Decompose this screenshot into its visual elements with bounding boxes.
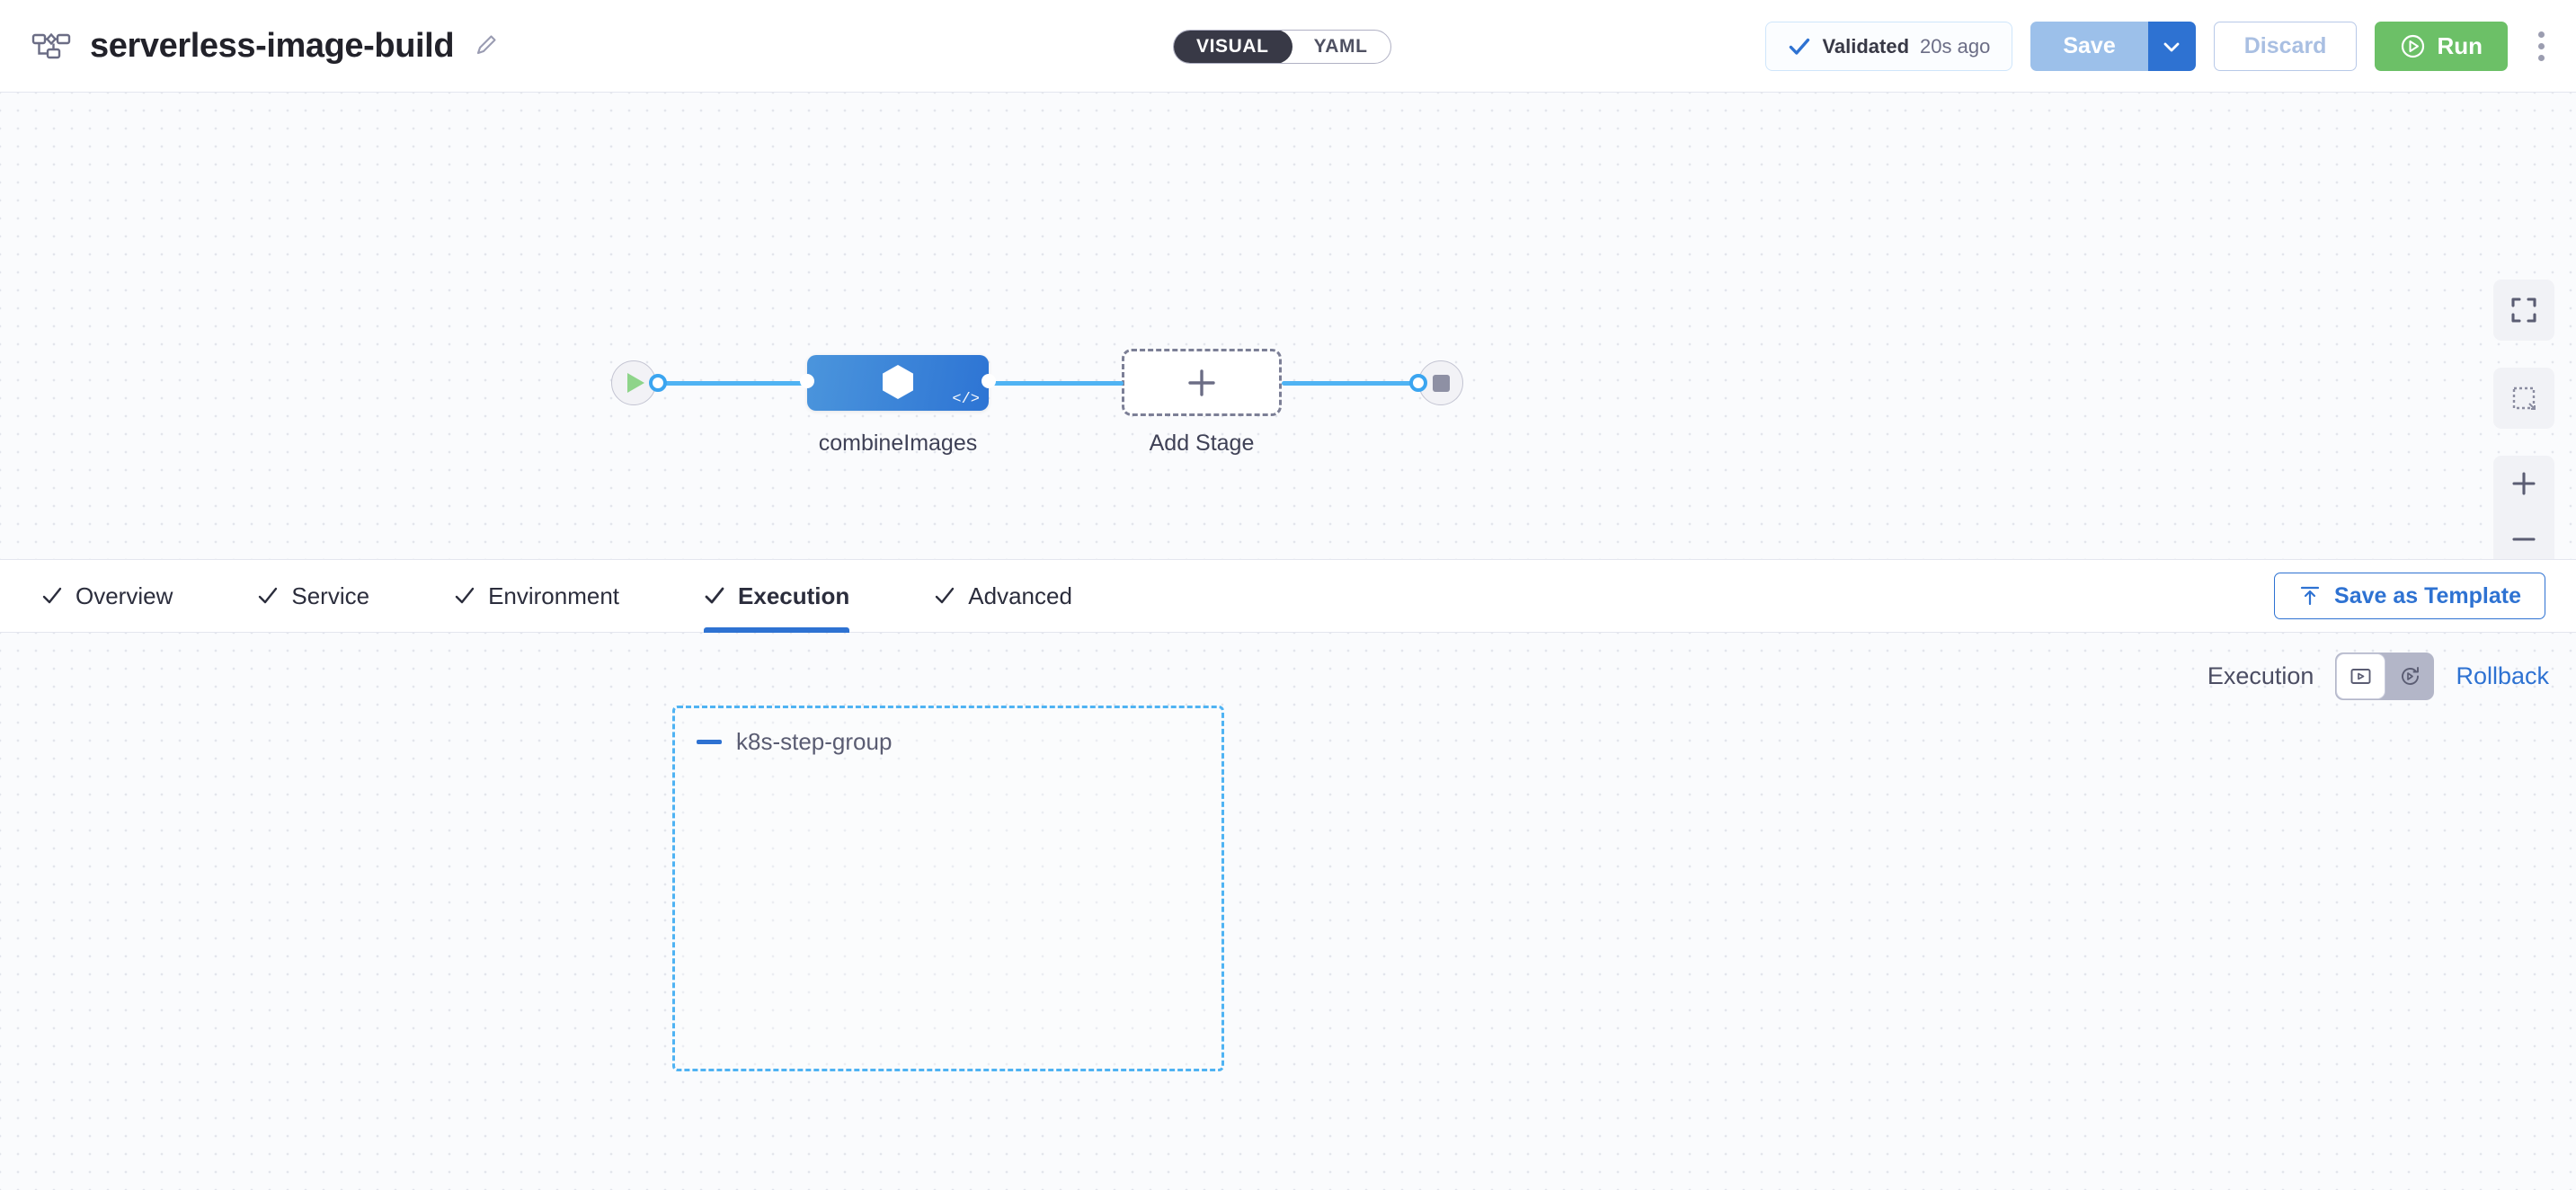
- step-group-k8s[interactable]: k8s-step-group: [672, 706, 1224, 1071]
- tab-environment[interactable]: Environment: [454, 560, 662, 633]
- play-icon: [627, 373, 644, 393]
- stage-node-body[interactable]: </>: [807, 355, 989, 411]
- save-button[interactable]: Save: [2030, 22, 2148, 71]
- edge-add-to-end: [1282, 381, 1424, 386]
- check-icon: [257, 585, 279, 607]
- rollback-link[interactable]: Rollback: [2456, 662, 2549, 689]
- tab-label: Service: [291, 582, 370, 609]
- add-stage-node[interactable]: Add Stage: [1122, 349, 1282, 456]
- chevron-down-icon: [2162, 37, 2181, 57]
- run-label: Run: [2437, 32, 2483, 59]
- discard-button[interactable]: Discard: [2213, 22, 2358, 71]
- visual-yaml-toggle[interactable]: VISUAL YAML: [1173, 30, 1391, 64]
- execution-view-segment[interactable]: [2336, 653, 2386, 699]
- tab-overview[interactable]: Overview: [41, 560, 216, 633]
- run-button[interactable]: Run: [2375, 22, 2508, 71]
- execution-view-toggle[interactable]: [2335, 653, 2435, 700]
- kebab-dot: [2537, 31, 2545, 38]
- marquee-select-icon: [2509, 384, 2538, 413]
- stage-config-tabbar: Overview Service Environment Execution A…: [0, 560, 2576, 633]
- check-icon: [704, 585, 725, 607]
- zoom-in-out-group: [2493, 456, 2554, 559]
- zoom-out-button[interactable]: [2493, 511, 2554, 559]
- header-actions: Validated 20s ago Save Discard Run: [1765, 0, 2556, 93]
- fit-to-screen-button[interactable]: [2493, 280, 2554, 341]
- steps-canvas[interactable]: Execution Rol: [0, 633, 2576, 1190]
- execution-rollback-bar: Execution Rol: [2207, 653, 2549, 700]
- page-title: serverless-image-build: [90, 26, 455, 65]
- check-icon: [934, 585, 955, 607]
- tab-label: Execution: [738, 582, 850, 609]
- save-button-group: Save: [2030, 22, 2196, 71]
- edge-start-to-stage: [656, 381, 809, 386]
- tab-label: Environment: [488, 582, 620, 609]
- stage-node-label: combineImages: [818, 431, 978, 456]
- minus-icon: [2509, 525, 2538, 554]
- status-badge: Validated 20s ago: [1765, 22, 2013, 71]
- tab-execution[interactable]: Execution: [704, 560, 893, 633]
- rollback-icon: [2398, 664, 2422, 688]
- stage-input-port[interactable]: [800, 374, 814, 388]
- step-group-title: k8s-step-group: [736, 728, 893, 755]
- fit-screen-icon: [2509, 296, 2538, 324]
- end-node-port[interactable]: [1409, 374, 1427, 392]
- plus-icon: [1184, 365, 1220, 401]
- zoom-in-button[interactable]: [2493, 456, 2554, 511]
- app-header: serverless-image-build VISUAL YAML Valid…: [0, 0, 2576, 93]
- execution-label: Execution: [2207, 662, 2314, 689]
- tab-label: Advanced: [968, 582, 1072, 609]
- canvas-zoom-controls: [2493, 280, 2554, 559]
- kebab-dot: [2537, 43, 2545, 49]
- mode-option-yaml[interactable]: YAML: [1313, 36, 1368, 57]
- save-as-template-button[interactable]: Save as Template: [2274, 573, 2545, 619]
- execution-icon: [2349, 664, 2373, 688]
- add-stage-label: Add Stage: [1149, 431, 1255, 456]
- save-as-template-label: Save as Template: [2334, 582, 2521, 608]
- code-badge: </>: [952, 391, 980, 408]
- validated-timestamp: 20s ago: [1920, 34, 1991, 58]
- pipeline-end-node: [1409, 360, 1463, 405]
- edge-stage-to-add: [987, 381, 1124, 386]
- tab-label: Overview: [76, 582, 173, 609]
- stage-node-combineimages[interactable]: </> combineImages: [800, 355, 996, 456]
- template-upload-icon: [2298, 584, 2322, 608]
- ci-hexagon-icon: [877, 362, 919, 404]
- step-group-header: k8s-step-group: [675, 708, 1221, 756]
- pipeline-start-node: [611, 360, 667, 405]
- start-node-port[interactable]: [649, 374, 667, 392]
- marquee-select-button[interactable]: [2493, 368, 2554, 429]
- tab-service[interactable]: Service: [257, 560, 413, 633]
- stage-canvas[interactable]: </> combineImages Add Stage: [0, 93, 2576, 560]
- stage-output-port[interactable]: [982, 374, 996, 388]
- header-left-group: serverless-image-build: [0, 27, 499, 66]
- minus-icon[interactable]: [697, 740, 722, 744]
- tab-advanced[interactable]: Advanced: [934, 560, 1115, 633]
- mode-option-visual[interactable]: VISUAL: [1173, 31, 1292, 63]
- start-node-circle: [611, 360, 656, 405]
- pipeline-flow-icon: [31, 28, 72, 64]
- kebab-menu-icon[interactable]: [2526, 22, 2556, 71]
- save-dropdown-button[interactable]: [2147, 22, 2196, 71]
- add-stage-button[interactable]: [1122, 349, 1282, 416]
- validated-label: Validated: [1822, 34, 1910, 58]
- plus-icon: [2509, 469, 2538, 498]
- pencil-edit-icon[interactable]: [472, 32, 499, 59]
- rollback-view-segment[interactable]: [2386, 653, 2434, 700]
- kebab-dot: [2537, 55, 2545, 61]
- play-circle-icon: [2400, 33, 2426, 59]
- stop-icon: [1432, 374, 1450, 392]
- check-icon: [41, 585, 63, 607]
- check-icon: [1788, 35, 1811, 58]
- check-icon: [454, 585, 475, 607]
- tab-list: Overview Service Environment Execution A…: [0, 560, 1115, 633]
